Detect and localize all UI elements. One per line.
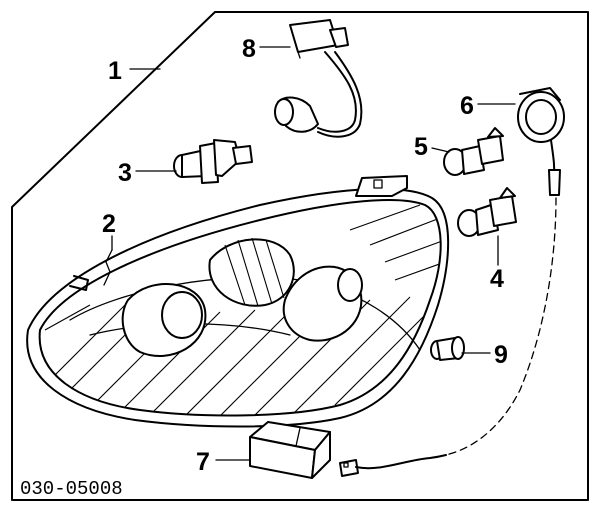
part-8-igniter [274, 19, 363, 138]
callout-4: 4 [490, 265, 504, 293]
part-code: 030-05008 [20, 478, 123, 500]
headlamp-housing [26, 175, 450, 428]
part-6-socket-ring [444, 87, 565, 456]
callout-6: 6 [460, 92, 474, 120]
part-4-bulb-socket [457, 187, 517, 237]
part-7-control-module [249, 421, 447, 479]
callout-3: 3 [118, 159, 132, 187]
leader-lines [103, 46, 516, 461]
lens-hatching [39, 204, 441, 416]
callout-9: 9 [494, 341, 508, 369]
callout-2: 2 [102, 210, 116, 238]
callout-8: 8 [242, 35, 256, 63]
callout-1: 1 [108, 57, 122, 85]
part-3-bulb [173, 139, 253, 184]
callout-5: 5 [414, 133, 428, 161]
callouts: 1 2 3 4 5 6 7 8 9 [102, 35, 508, 476]
assembly-outline [11, 11, 589, 501]
part-9-clip [430, 336, 465, 361]
callout-7: 7 [196, 448, 210, 476]
part-5-bulb-socket [443, 127, 504, 176]
